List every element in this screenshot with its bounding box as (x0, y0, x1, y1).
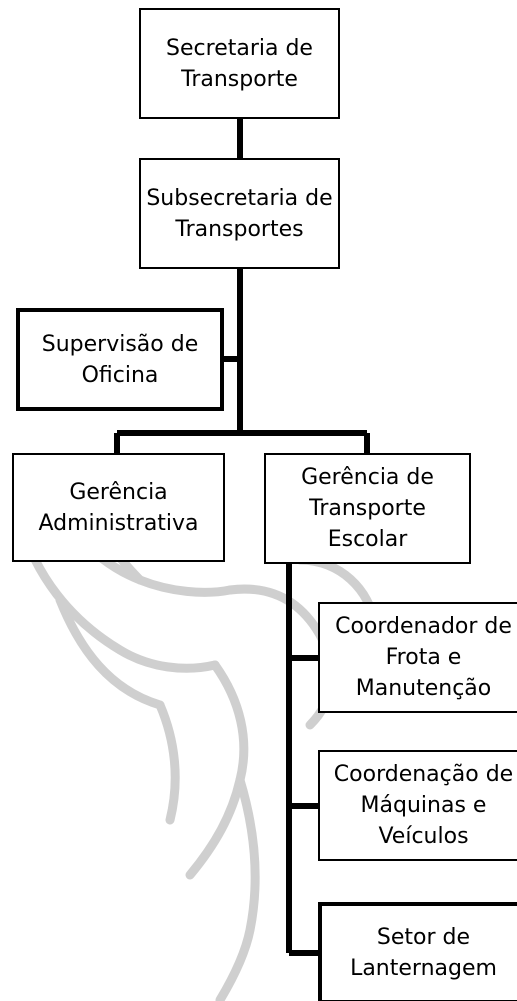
node-subsecretaria-de-transportes: Subsecretaria de Transportes (139, 158, 340, 269)
node-gerencia-de-transporte-escolar: Gerência de Transporte Escolar (264, 453, 471, 564)
node-gerencia-administrativa: Gerência Administrativa (12, 453, 225, 562)
node-coordenador-de-frota-e-manutencao: Coordenador de Frota e Manutenção (318, 602, 517, 713)
node-label: Secretaria de Transporte (166, 35, 313, 92)
node-label: Setor de Lanternagem (350, 925, 497, 981)
node-label: Subsecretaria de Transportes (146, 185, 333, 242)
node-label: Coordenação de Máquinas e Veículos (333, 762, 514, 849)
node-secretaria-de-transporte: Secretaria de Transporte (139, 8, 340, 119)
node-setor-de-lanternagem: Setor de Lanternagem (318, 902, 517, 1001)
node-label: Supervisão de Oficina (41, 331, 199, 388)
node-coordenacao-de-maquinas-e-veiculos: Coordenação de Máquinas e Veículos (318, 750, 517, 861)
node-label: Gerência Administrativa (38, 479, 199, 536)
node-supervisao-de-oficina: Supervisão de Oficina (16, 308, 224, 411)
node-label: Coordenador de Frota e Manutenção (335, 614, 512, 701)
node-label: Gerência de Transporte Escolar (301, 465, 434, 552)
